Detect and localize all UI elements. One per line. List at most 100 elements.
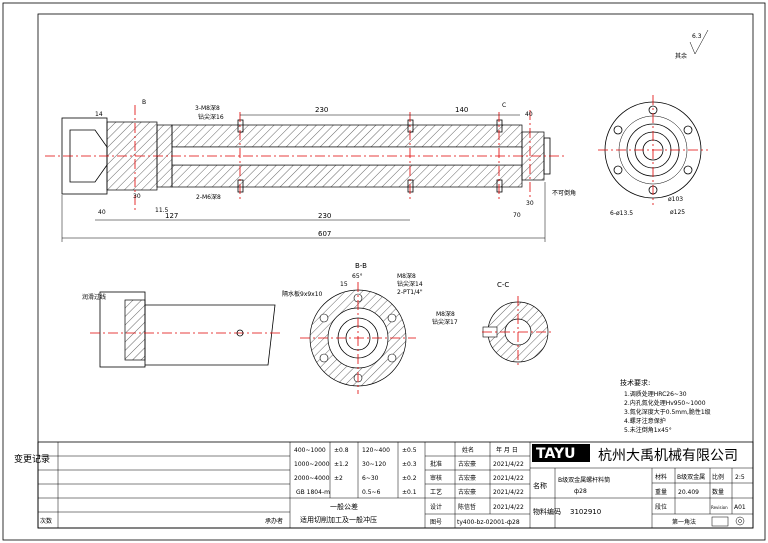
svg-text:Revision: Revision [711, 505, 728, 510]
svg-text:0.5~6: 0.5~6 [362, 489, 381, 496]
svg-text:230: 230 [315, 106, 328, 114]
main-section-view [45, 105, 565, 210]
main-dimensions: 230 140 127 230 607 40 40 70 30 30 14 11… [61, 99, 576, 242]
svg-text:古宏豪: 古宏豪 [458, 460, 476, 468]
svg-text:B-B: B-B [355, 262, 367, 270]
svg-text:物料编码: 物料编码 [533, 507, 561, 516]
svg-text:2.内孔氮化处理Hv950~1000: 2.内孔氮化处理Hv950~1000 [624, 399, 706, 407]
svg-text:3.氮化深度大于0.5mm,脆性1级: 3.氮化深度大于0.5mm,脆性1级 [624, 408, 711, 416]
svg-text:±0.2: ±0.2 [402, 475, 417, 482]
svg-text:607: 607 [318, 230, 331, 238]
company-name: 杭州大禹机械有限公司 [598, 448, 738, 464]
svg-text:2:5: 2:5 [735, 474, 745, 481]
svg-text:4.螺牙注意保护: 4.螺牙注意保护 [624, 417, 666, 425]
svg-text:批准: 批准 [430, 460, 442, 468]
detail-view: 润滑过线 [82, 291, 280, 368]
svg-text:钻尖深14: 钻尖深14 [397, 280, 423, 288]
svg-text:承办者: 承办者 [265, 517, 283, 525]
svg-text:±1.2: ±1.2 [334, 461, 349, 468]
part-code: 3102910 [570, 508, 601, 516]
svg-text:65°: 65° [352, 273, 363, 280]
tech-title: 技术要求: [620, 378, 650, 387]
svg-text:陈信哲: 陈信哲 [458, 503, 476, 511]
svg-text:2-PT1/4": 2-PT1/4" [397, 289, 423, 296]
svg-text:6~30: 6~30 [362, 475, 379, 482]
svg-text:不可倒角: 不可倒角 [552, 189, 576, 197]
svg-text:30: 30 [526, 200, 534, 207]
roughness-value: 6.3 [692, 33, 702, 40]
svg-text:适用切削加工及一般冲压: 适用切削加工及一般冲压 [300, 515, 377, 524]
svg-text:年 月 日: 年 月 日 [496, 446, 518, 454]
svg-text:11.5: 11.5 [155, 207, 169, 214]
svg-text:B级双金属: B级双金属 [677, 473, 705, 481]
cc-section: C-C M8深8 钻尖深17 [432, 281, 554, 368]
svg-text:A01: A01 [734, 504, 746, 511]
roughness-symbol: 6.3 其余 [675, 29, 709, 60]
svg-text:工艺: 工艺 [430, 488, 442, 496]
svg-text:段位: 段位 [655, 503, 667, 511]
svg-text:2021/4/22: 2021/4/22 [493, 475, 524, 482]
svg-text:±0.1: ±0.1 [402, 489, 417, 496]
svg-text:钻尖深17: 钻尖深17 [432, 318, 458, 326]
svg-text:14: 14 [95, 111, 103, 118]
title-block: 变更记录 次数 承办者 400~1000 ±0.8 120~400 ±0.5 1… [14, 441, 754, 529]
svg-text:6-ø13.5: 6-ø13.5 [610, 210, 633, 217]
svg-text:70: 70 [513, 212, 521, 219]
svg-text:30~120: 30~120 [362, 461, 386, 468]
svg-text:姓名: 姓名 [462, 446, 474, 454]
svg-text:140: 140 [455, 106, 468, 114]
svg-text:古宏豪: 古宏豪 [458, 474, 476, 482]
svg-text:重量: 重量 [655, 488, 667, 496]
revision-side-label: 变更记录 [14, 453, 50, 465]
svg-text:次数: 次数 [40, 517, 52, 525]
svg-text:C-C: C-C [497, 281, 509, 289]
svg-text:±0.3: ±0.3 [402, 461, 417, 468]
svg-text:±0.5: ±0.5 [402, 447, 417, 454]
svg-text:2-M6深8: 2-M6深8 [196, 193, 221, 201]
svg-text:15: 15 [340, 281, 348, 288]
svg-text:数量: 数量 [712, 488, 724, 496]
svg-text:40: 40 [525, 111, 533, 118]
svg-text:审核: 审核 [430, 474, 442, 482]
svg-text:古宏豪: 古宏豪 [458, 488, 476, 496]
svg-text:127: 127 [165, 212, 178, 220]
svg-text:400~1000: 400~1000 [294, 447, 326, 454]
svg-text:2021/4/22: 2021/4/22 [493, 504, 524, 511]
svg-text:40: 40 [98, 209, 106, 216]
company-logo-box [532, 444, 590, 462]
svg-text:ø125: ø125 [670, 209, 685, 216]
svg-text:2000~4000: 2000~4000 [294, 475, 330, 482]
svg-text:5.未注倒角1x45°: 5.未注倒角1x45° [624, 426, 672, 434]
svg-text:一般公差: 一般公差 [330, 502, 358, 511]
svg-text:隔水板9x9x10: 隔水板9x9x10 [282, 290, 323, 298]
svg-text:材料: 材料 [655, 473, 667, 481]
svg-text:ty400-bz-02001-ф28: ty400-bz-02001-ф28 [457, 519, 520, 526]
end-view: ø103 ø125 6-ø13.5 [598, 95, 708, 217]
svg-text:B: B [142, 99, 146, 106]
svg-text:2021/4/22: 2021/4/22 [493, 461, 524, 468]
svg-text:20.409: 20.409 [678, 489, 699, 496]
svg-text:GB 1804-m: GB 1804-m [296, 489, 330, 496]
svg-text:120~400: 120~400 [362, 447, 390, 454]
roughness-label: 其余 [675, 52, 687, 60]
bb-section: B-B 65° 15 隔水板9x9x10 M8深8 钻尖深14 2-PT1/4" [282, 262, 423, 394]
company-logo: TAYU [536, 446, 575, 462]
svg-text:2021/4/22: 2021/4/22 [493, 489, 524, 496]
svg-text:名称: 名称 [533, 481, 547, 490]
svg-text:ф28: ф28 [574, 488, 587, 495]
svg-text:±2: ±2 [334, 475, 343, 482]
svg-text:比例: 比例 [712, 473, 724, 481]
svg-text:M8深8: M8深8 [397, 272, 416, 280]
svg-text:第一角法: 第一角法 [672, 518, 696, 526]
svg-text:C: C [502, 102, 506, 109]
svg-text:图号: 图号 [430, 519, 442, 526]
svg-text:润滑过线: 润滑过线 [82, 293, 106, 301]
svg-text:钻尖深16: 钻尖深16 [198, 113, 224, 121]
svg-text:±0.8: ±0.8 [334, 447, 349, 454]
svg-text:1000~2000: 1000~2000 [294, 461, 330, 468]
svg-text:M8深8: M8深8 [436, 310, 455, 318]
svg-text:1.调质处理HRC26~30: 1.调质处理HRC26~30 [624, 390, 687, 398]
part-name: B级双金属螺杆料筒 [558, 476, 610, 484]
